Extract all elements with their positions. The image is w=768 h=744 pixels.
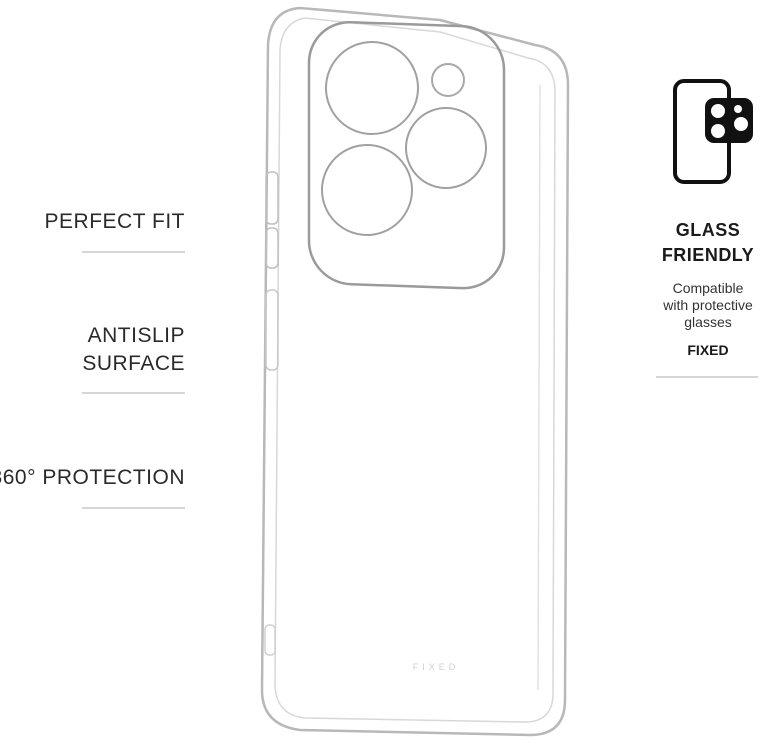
badge-description-line: Compatible	[672, 280, 744, 296]
feature-perfect-fit: PERFECT FIT	[44, 210, 185, 233]
badge-title-line: GLASS	[675, 220, 741, 240]
divider	[656, 376, 758, 378]
phone-camera-glass-icon	[673, 79, 753, 184]
case-logo: FIXED	[413, 662, 460, 672]
badge-title-line: FRIENDLY	[661, 245, 755, 265]
badge-description-line: glasses	[684, 314, 732, 330]
badge-brand: FIXED	[687, 342, 729, 358]
divider	[82, 507, 185, 509]
badge-title: GLASS FRIENDLY	[648, 218, 768, 268]
badge-description: Compatible with protective glasses	[648, 280, 768, 331]
feature-antislip-surface: ANTISLIP SURFACE	[82, 322, 185, 378]
feature-line: ANTISLIP	[87, 324, 185, 347]
divider	[82, 251, 185, 253]
badge-description-line: with protective	[663, 297, 753, 313]
feature-360-protection: 360° PROTECTION	[0, 466, 185, 489]
divider	[82, 392, 185, 394]
feature-line: SURFACE	[82, 352, 185, 375]
